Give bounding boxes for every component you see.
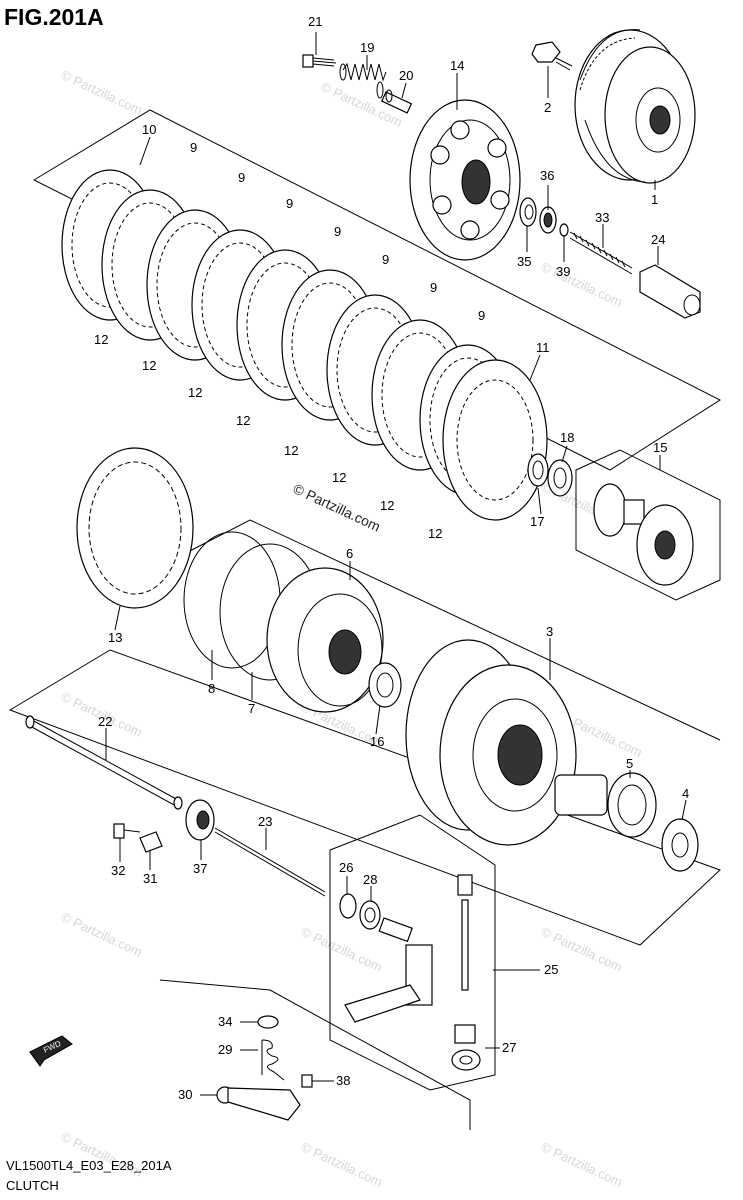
- part-label: 39: [556, 264, 570, 279]
- part-label: 9: [190, 140, 197, 155]
- part-label: 25: [544, 962, 558, 977]
- part-label: 12: [142, 358, 156, 373]
- part-label: 12: [428, 526, 442, 541]
- part-15-drive-assy: [593, 483, 694, 586]
- part-label: 9: [286, 196, 293, 211]
- part-label: 9: [430, 280, 437, 295]
- part-23-rod: [214, 827, 326, 897]
- part-label: 16: [370, 734, 384, 749]
- part-17-18-washers: [527, 453, 573, 497]
- part-label: 12: [284, 443, 298, 458]
- part-4-washer: [661, 818, 699, 872]
- part-label: 27: [502, 1040, 516, 1055]
- part-label: 9: [238, 170, 245, 185]
- part-label: 15: [653, 440, 667, 455]
- part-26-ring: [339, 893, 357, 919]
- watermark: © Partzilla.com: [299, 924, 385, 975]
- part-label: 28: [363, 872, 377, 887]
- watermark-main: © Partzilla.com: [291, 480, 383, 534]
- part-label: 23: [258, 814, 272, 829]
- part-25-release-assy: [344, 874, 476, 1044]
- part-label: 13: [108, 630, 122, 645]
- part-19-spring: [339, 62, 387, 99]
- part-21-bolt: [302, 54, 337, 68]
- part-label: 14: [450, 58, 464, 73]
- part-label: 29: [218, 1042, 232, 1057]
- part-30-lever: [216, 1086, 301, 1121]
- model-code: VL1500TL4_E03_E28_201A: [6, 1158, 172, 1173]
- part-label: 38: [336, 1073, 350, 1088]
- figure-number: FIG.201A: [4, 4, 104, 30]
- part-6-sleeve-hub: [266, 567, 384, 713]
- leader-lines: [105, 32, 687, 1096]
- part-label: 35: [517, 254, 531, 269]
- part-5-needle-bearing: [607, 772, 657, 838]
- part-label: 6: [346, 546, 353, 561]
- part-label: 37: [193, 861, 207, 876]
- part-label: 12: [332, 470, 346, 485]
- part-14-pressure-disc: [409, 99, 521, 261]
- part-32-bolt: [113, 823, 141, 839]
- part-3-clutch-housing: [405, 639, 608, 846]
- plate-stack-group: [61, 169, 548, 521]
- part-label: 17: [530, 514, 544, 529]
- watermark: © Partzilla.com: [59, 909, 145, 960]
- part-label: 33: [595, 210, 609, 225]
- part-label: 12: [94, 332, 108, 347]
- watermark: © Partzilla.com: [299, 1139, 385, 1190]
- part-label: 20: [399, 68, 413, 83]
- part-13-plate: [76, 447, 194, 609]
- part-label: 31: [143, 871, 157, 886]
- part-2-bolt: [531, 41, 573, 71]
- part-33-push-rod: [569, 231, 633, 275]
- part-1-primary-gear: [574, 29, 696, 184]
- part-label: 12: [380, 498, 394, 513]
- part-label: 1: [651, 192, 658, 207]
- part-label: 12: [236, 413, 250, 428]
- part-24-push-piece: [639, 264, 701, 319]
- part-37-bearing: [185, 799, 215, 841]
- part-label: 9: [382, 252, 389, 267]
- part-label: 3: [546, 624, 553, 639]
- part-39-bearing: [559, 223, 569, 237]
- part-label: 21: [308, 14, 322, 29]
- part-label: 24: [651, 232, 665, 247]
- part-label: 2: [544, 100, 551, 115]
- section-name: CLUTCH: [6, 1178, 59, 1193]
- part-16-washer: [368, 662, 402, 708]
- part-35-36-washers: [519, 197, 557, 234]
- watermark: © Partzilla.com: [539, 259, 625, 310]
- watermark: © Partzilla.com: [59, 67, 145, 118]
- part-29-spring: [261, 1039, 285, 1081]
- part-label: 9: [478, 308, 485, 323]
- part-label: 11: [536, 340, 550, 355]
- part-labels: 21 19 20 14 2 1 36 35 39 33 24 10 9 9 9 …: [94, 14, 689, 1102]
- part-label: 30: [178, 1087, 192, 1102]
- part-label: 4: [682, 786, 689, 801]
- part-label: 10: [142, 122, 156, 137]
- part-label: 32: [111, 863, 125, 878]
- part-34-washer: [257, 1015, 279, 1029]
- part-label: 36: [540, 168, 554, 183]
- watermark: © Partzilla.com: [539, 1139, 625, 1190]
- part-label: 19: [360, 40, 374, 55]
- part-27-seal: [451, 1049, 481, 1071]
- part-label: 34: [218, 1014, 232, 1029]
- part-8-ring: [183, 531, 281, 669]
- part-label: 12: [188, 385, 202, 400]
- part-31-plate: [139, 831, 163, 853]
- part-label: 9: [334, 224, 341, 239]
- part-label: 7: [248, 701, 255, 716]
- part-label: 22: [98, 714, 112, 729]
- part-label: 8: [208, 681, 215, 696]
- part-22-rod: [25, 715, 183, 810]
- forward-arrow-icon: FWD: [29, 1035, 73, 1067]
- part-20-pin: [380, 89, 413, 114]
- part-28-seal: [359, 900, 381, 930]
- part-label: 26: [339, 860, 353, 875]
- part-label: 18: [560, 430, 574, 445]
- part-label: 5: [626, 756, 633, 771]
